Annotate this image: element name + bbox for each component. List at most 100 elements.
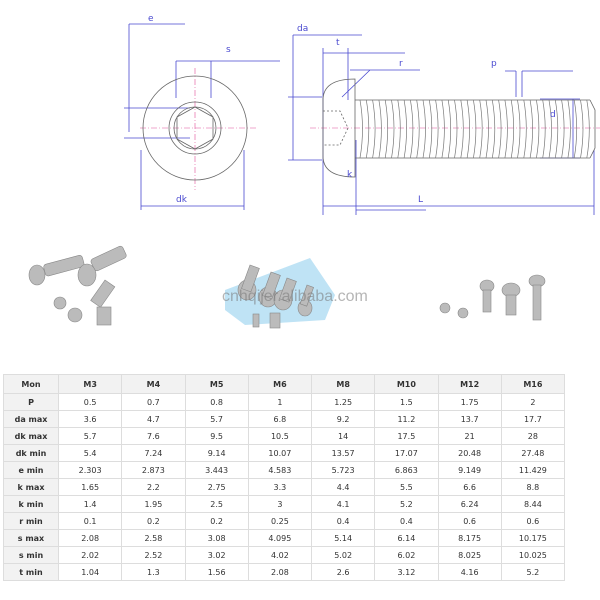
table-cell: 1.75 <box>437 393 502 411</box>
label-dk: dk <box>176 195 188 205</box>
table-cell: 1.4 <box>57 495 123 513</box>
column-header: M5 <box>184 374 249 394</box>
table-cell: 5.7 <box>184 410 249 428</box>
table-cell: 11.429 <box>500 461 566 479</box>
screw-dimension-diagram: e s dk da t r p d k L <box>124 14 600 215</box>
table-cell: 5.14 <box>310 529 376 547</box>
label-d: d <box>550 110 556 120</box>
table-cell: 3.08 <box>184 529 249 547</box>
table-cell: 17.5 <box>374 427 439 445</box>
table-cell: 9.14 <box>184 444 249 462</box>
table-cell: 0.4 <box>374 512 439 530</box>
product-photo-1 <box>28 245 127 326</box>
table-cell: 2.2 <box>121 478 186 496</box>
table-cell: 0.2 <box>184 512 249 530</box>
table-cell: 4.095 <box>247 529 313 547</box>
product-photo-3 <box>439 274 546 321</box>
table-cell: 3.3 <box>247 478 313 496</box>
table-cell: 0.8 <box>184 393 249 411</box>
table-cell: 3.6 <box>57 410 123 428</box>
row-label: dk max <box>3 427 59 445</box>
table-cell: 2.75 <box>184 478 249 496</box>
table-cell: 4.7 <box>121 410 186 428</box>
column-header: M16 <box>500 374 566 394</box>
table-cell: 4.16 <box>437 563 502 581</box>
table-cell: 8.44 <box>500 495 566 513</box>
table-cell: 4.4 <box>310 478 376 496</box>
table-cell: 17.07 <box>374 444 439 462</box>
table-cell: 1.65 <box>57 478 123 496</box>
label-s: s <box>226 45 231 55</box>
table-cell: 8.175 <box>437 529 502 547</box>
table-cell: 2 <box>500 393 566 411</box>
label-da: da <box>297 24 308 34</box>
table-cell: 13.57 <box>310 444 376 462</box>
table-cell: 4.1 <box>310 495 376 513</box>
row-label: s max <box>3 529 59 547</box>
table-cell: 4.02 <box>247 546 313 564</box>
table-cell: 1.95 <box>121 495 186 513</box>
table-cell: 2.873 <box>121 461 186 479</box>
table-cell: 10.5 <box>247 427 313 445</box>
table-cell: 11.2 <box>374 410 439 428</box>
table-cell: 9.149 <box>437 461 502 479</box>
table-cell: 5.5 <box>374 478 439 496</box>
table-cell: 3 <box>247 495 313 513</box>
label-e: e <box>148 14 154 24</box>
table-cell: 4.583 <box>247 461 313 479</box>
table-cell: 6.02 <box>374 546 439 564</box>
table-cell: 5.2 <box>374 495 439 513</box>
table-cell: 27.48 <box>500 444 566 462</box>
column-header: M8 <box>310 374 376 394</box>
label-r: r <box>399 59 403 69</box>
table-cell: 6.24 <box>437 495 502 513</box>
table-cell: 1.3 <box>121 563 186 581</box>
table-cell: 5.2 <box>500 563 566 581</box>
table-cell: 6.6 <box>437 478 502 496</box>
row-label: t min <box>3 563 59 581</box>
row-label: dk min <box>3 444 59 462</box>
label-L: L <box>418 195 423 205</box>
table-cell: 7.6 <box>121 427 186 445</box>
row-label: da max <box>3 410 59 428</box>
table-cell: 1.56 <box>184 563 249 581</box>
row-label: k min <box>3 495 59 513</box>
table-cell: 28 <box>500 427 566 445</box>
table-cell: 1.04 <box>57 563 123 581</box>
table-cell: 10.025 <box>500 546 566 564</box>
table-cell: 6.14 <box>374 529 439 547</box>
table-cell: 1.5 <box>374 393 439 411</box>
table-cell: 0.6 <box>437 512 502 530</box>
row-label: r min <box>3 512 59 530</box>
table-cell: 5.02 <box>310 546 376 564</box>
table-cell: 2.58 <box>121 529 186 547</box>
table-cell: 6.8 <box>247 410 313 428</box>
table-cell: 0.25 <box>247 512 313 530</box>
column-header: M12 <box>437 374 502 394</box>
table-cell: 7.24 <box>121 444 186 462</box>
table-cell: 14 <box>310 427 376 445</box>
row-label: P <box>3 393 59 411</box>
table-cell: 13.7 <box>437 410 502 428</box>
table-cell: 0.2 <box>121 512 186 530</box>
label-k: k <box>347 170 353 180</box>
table-cell: 2.08 <box>57 529 123 547</box>
table-cell: 6.863 <box>374 461 439 479</box>
watermark: cnhqijer.alibaba.com <box>222 288 368 305</box>
row-label: s min <box>3 546 59 564</box>
table-cell: 5.723 <box>310 461 376 479</box>
row-label: k max <box>3 478 59 496</box>
table-cell: 3.12 <box>374 563 439 581</box>
table-cell: 5.4 <box>57 444 123 462</box>
table-cell: 3.443 <box>184 461 249 479</box>
